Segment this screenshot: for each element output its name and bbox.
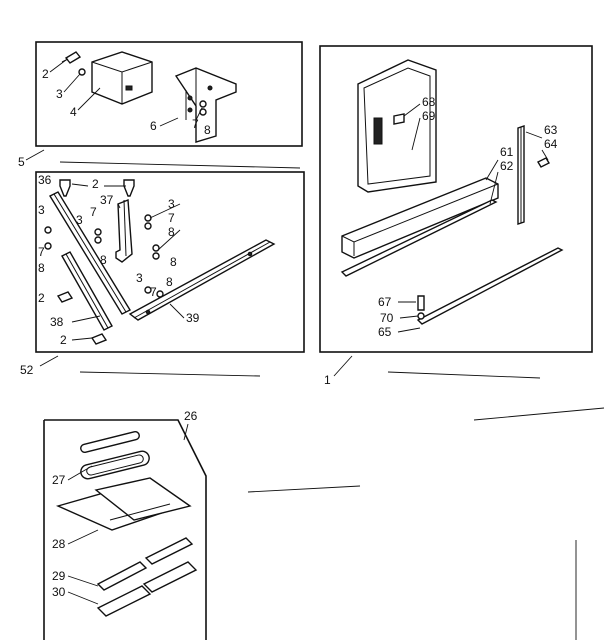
bracket-cover-part bbox=[91, 51, 153, 105]
callout-2: 2 bbox=[38, 291, 45, 305]
panel-5: 2 3 4 6 7 8 5 bbox=[18, 41, 303, 169]
screw-part bbox=[417, 295, 425, 311]
channel-part bbox=[128, 239, 276, 321]
screw-part bbox=[537, 157, 550, 168]
screw-part bbox=[393, 113, 405, 125]
callout-8: 8 bbox=[38, 261, 45, 275]
callout-67: 67 bbox=[378, 295, 392, 309]
fastener-group bbox=[44, 214, 164, 298]
callout-27: 27 bbox=[52, 473, 66, 487]
long-strip-part bbox=[416, 247, 564, 325]
panel-1-frame bbox=[319, 45, 593, 353]
nut-part bbox=[78, 68, 86, 76]
callout-62: 62 bbox=[500, 159, 514, 173]
callout-8: 8 bbox=[166, 275, 173, 289]
callout-1: 1 bbox=[324, 373, 331, 387]
strip-part bbox=[340, 199, 498, 277]
gasket-part bbox=[80, 431, 150, 480]
callout-8: 8 bbox=[204, 123, 211, 137]
callout-3: 3 bbox=[168, 197, 175, 211]
callout-39: 39 bbox=[186, 311, 200, 325]
curtain-panel-part bbox=[357, 59, 437, 193]
callout-7: 7 bbox=[168, 211, 175, 225]
j-bracket-part bbox=[115, 198, 133, 263]
callout-4: 4 bbox=[70, 105, 77, 119]
callout-61: 61 bbox=[500, 145, 514, 159]
callout-64: 64 bbox=[544, 137, 558, 151]
callout-8: 8 bbox=[170, 255, 177, 269]
callout-65: 65 bbox=[378, 325, 392, 339]
callout-3: 3 bbox=[136, 271, 143, 285]
foam-strip-part bbox=[96, 537, 198, 617]
callout-2: 2 bbox=[42, 67, 49, 81]
callout-28: 28 bbox=[52, 537, 66, 551]
callout-3: 3 bbox=[38, 203, 45, 217]
panel-26-frame bbox=[43, 419, 207, 640]
panel-52: 36 2 37 3 7 3 3 7 8 8 7 8 8 2 3 7 8 38 3… bbox=[20, 171, 305, 377]
washer-part bbox=[417, 312, 425, 320]
side-rail-part bbox=[49, 191, 131, 331]
callout-30: 30 bbox=[52, 585, 66, 599]
foam-bar-part bbox=[341, 177, 499, 259]
screw-part bbox=[90, 333, 108, 345]
callout-6: 6 bbox=[150, 119, 157, 133]
screw-part bbox=[56, 291, 74, 303]
panel-52-frame bbox=[35, 171, 305, 353]
panel-26: 26 27 28 29 30 bbox=[43, 409, 207, 640]
callout-26: 26 bbox=[184, 409, 198, 423]
callout-63: 63 bbox=[544, 123, 558, 137]
callout-68: 68 bbox=[422, 95, 436, 109]
callout-3: 3 bbox=[76, 213, 83, 227]
callout-8: 8 bbox=[100, 253, 107, 267]
callout-5: 5 bbox=[18, 155, 25, 169]
callout-69: 69 bbox=[422, 109, 436, 123]
scan-marks bbox=[247, 407, 605, 640]
callout-36: 36 bbox=[38, 173, 52, 187]
callout-52: 52 bbox=[20, 363, 34, 377]
screw-part bbox=[123, 179, 135, 197]
callout-2: 2 bbox=[92, 177, 99, 191]
callout-3: 3 bbox=[56, 87, 63, 101]
callout-38: 38 bbox=[50, 315, 64, 329]
callout-7: 7 bbox=[38, 245, 45, 259]
callout-8: 8 bbox=[168, 225, 175, 239]
callout-70: 70 bbox=[380, 311, 394, 325]
panel-5-frame bbox=[35, 41, 303, 147]
callout-2: 2 bbox=[60, 333, 67, 347]
callout-29: 29 bbox=[52, 569, 66, 583]
screw-part bbox=[59, 179, 71, 197]
panel-1: 68 69 63 64 61 62 67 70 65 1 bbox=[319, 45, 593, 387]
callout-7: 7 bbox=[90, 205, 97, 219]
callout-7: 7 bbox=[192, 117, 199, 131]
callout-7: 7 bbox=[150, 285, 157, 299]
callout-37: 37 bbox=[100, 193, 114, 207]
foam-sheet-part bbox=[55, 477, 192, 531]
vertical-rail-part bbox=[517, 125, 525, 225]
